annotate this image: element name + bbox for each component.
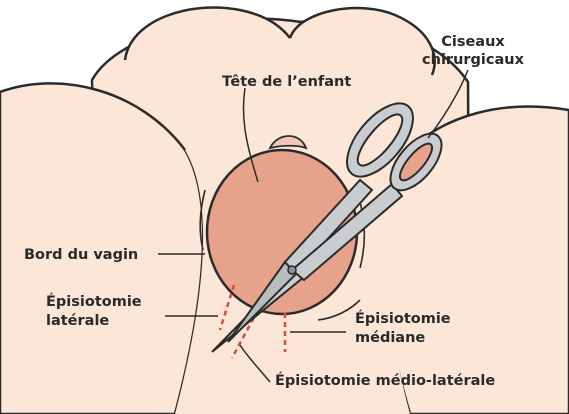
label-mediolateral: Épisiotomie médio-latérale	[275, 372, 495, 389]
label-vaginal-edge: Bord du vagin	[24, 247, 138, 263]
label-lateral-line2: latérale	[46, 313, 109, 329]
label-lateral-line1: Épisiotomie	[46, 293, 142, 310]
scissors-pivot	[288, 266, 296, 274]
label-median-line1: Épisiotomie	[355, 310, 451, 327]
label-baby-head: Tête de l’enfant	[222, 74, 351, 90]
label-scissors-line2: chirurgicaux	[422, 52, 525, 68]
label-median-line2: médiane	[355, 330, 425, 346]
label-scissors-line1: Ciseaux	[441, 34, 505, 50]
